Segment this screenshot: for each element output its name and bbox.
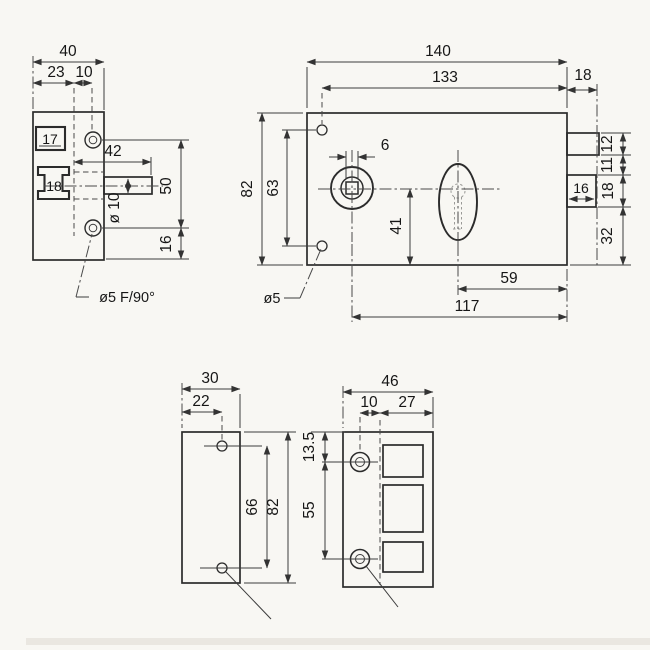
scan-artifact-band — [26, 638, 650, 645]
dim-deadbolt-height: 18 — [600, 182, 617, 199]
dim-hub-to-bottom: 41 — [388, 188, 414, 266]
dim-text: 16 — [573, 180, 589, 196]
strike-box-view: 46 10 27 13.5 55 — [301, 373, 434, 608]
dim-height: 82 — [265, 498, 282, 515]
dim-text: 41 — [388, 217, 405, 234]
dim-screw-spacing: 55 — [301, 501, 318, 518]
screw-hole-callout: ø5 — [264, 248, 322, 307]
countersink-note-text: ø5 F/90° — [99, 290, 155, 306]
dim-text: 63 — [265, 179, 282, 196]
strike-opening-3 — [382, 541, 424, 573]
dim-face-overall-height: 82 — [239, 112, 303, 266]
dim-text: 6 — [381, 137, 390, 154]
dim-top-to-screw: 13.5 — [301, 432, 318, 462]
dim-text: 40 — [59, 43, 77, 60]
case-screw-hole-top — [316, 124, 328, 136]
part-label-18: 18 — [46, 178, 62, 194]
dim-text: 133 — [432, 69, 458, 86]
dim-text: 22 — [192, 393, 209, 410]
dim-text: 42 — [104, 143, 121, 160]
countersunk-hole-lower — [84, 219, 102, 237]
dim-text: 16 — [158, 235, 175, 252]
dim-spindle-length: 42 — [73, 143, 152, 175]
dim-strike-10-27: 10 27 — [359, 394, 434, 452]
keeper-plate-outline — [181, 431, 241, 584]
keeper-leader-line — [225, 571, 272, 620]
dim-side-overall-width: 40 — [32, 43, 105, 110]
keeper-plate-view: 30 22 66 82 — [181, 370, 296, 620]
dim-deadbolt-projection: 16 — [568, 180, 595, 203]
hub-profile — [36, 165, 71, 201]
dim-text: 82 — [239, 180, 256, 197]
dim-bolt-stack: 12 11 18 32 — [570, 132, 631, 266]
countersunk-hole-upper — [84, 131, 102, 149]
dim-text: 59 — [500, 270, 517, 287]
dim-text: 18 — [574, 67, 591, 84]
dim-text: 23 — [47, 64, 64, 81]
dim-screw-to-edge: 133 — [321, 69, 568, 124]
latch-bolt — [566, 132, 600, 156]
strike-opening-2 — [382, 484, 424, 533]
dim-latch-gap: 11 — [599, 157, 616, 173]
dim-face-overall-width: 140 — [306, 43, 568, 108]
dim-hub-to-edge: 117 — [351, 244, 568, 322]
dim-opening-width: 27 — [398, 394, 415, 411]
dim-spindle-square: 6 — [329, 137, 389, 179]
dim-screw-offset: 10 — [360, 394, 378, 411]
case-screw-hole-bottom — [316, 240, 328, 252]
dim-text: 50 — [158, 177, 175, 195]
dim-text: 30 — [201, 370, 219, 387]
dim-hole-spacing: 66 — [244, 498, 261, 515]
dim-latch-projection: 18 — [566, 67, 598, 268]
strike-leader-line — [365, 565, 399, 608]
dim-keeper-width: 30 — [181, 370, 241, 428]
dead-bolt — [566, 174, 597, 208]
side-view: 40 23 10 17 18 42 ø 10 50 — [32, 43, 189, 306]
countersink-callout: ø5 F/90° — [75, 233, 155, 306]
dim-face-screw-spacing: 63 — [265, 129, 316, 247]
dim-keeper-heights: 66 82 — [244, 431, 296, 584]
dim-deadbolt-to-bottom: 32 — [599, 227, 616, 244]
dim-text: 10 — [75, 64, 93, 81]
dim-text: 46 — [381, 373, 398, 390]
dim-keeper-hole-offset: 22 — [181, 393, 223, 441]
dim-latch-height: 12 — [599, 135, 616, 152]
screw-hole-note-text: ø5 — [264, 291, 281, 307]
part-label-17: 17 — [42, 131, 58, 147]
strike-box-outline — [342, 431, 434, 588]
dim-strike-width: 46 — [342, 373, 434, 428]
dim-text: 117 — [455, 298, 480, 315]
dim-text: 140 — [425, 43, 451, 60]
dim-spindle-diameter: ø 10 — [106, 192, 123, 223]
dim-cylinder-to-edge: 59 — [457, 244, 568, 322]
face-view: 140 133 18 6 82 — [239, 43, 631, 322]
dim-strike-heights: 13.5 55 — [301, 431, 345, 560]
strike-opening-1 — [382, 444, 424, 478]
follower-box — [34, 125, 67, 152]
dim-side-screw-spacing: 50 16 — [102, 139, 189, 260]
